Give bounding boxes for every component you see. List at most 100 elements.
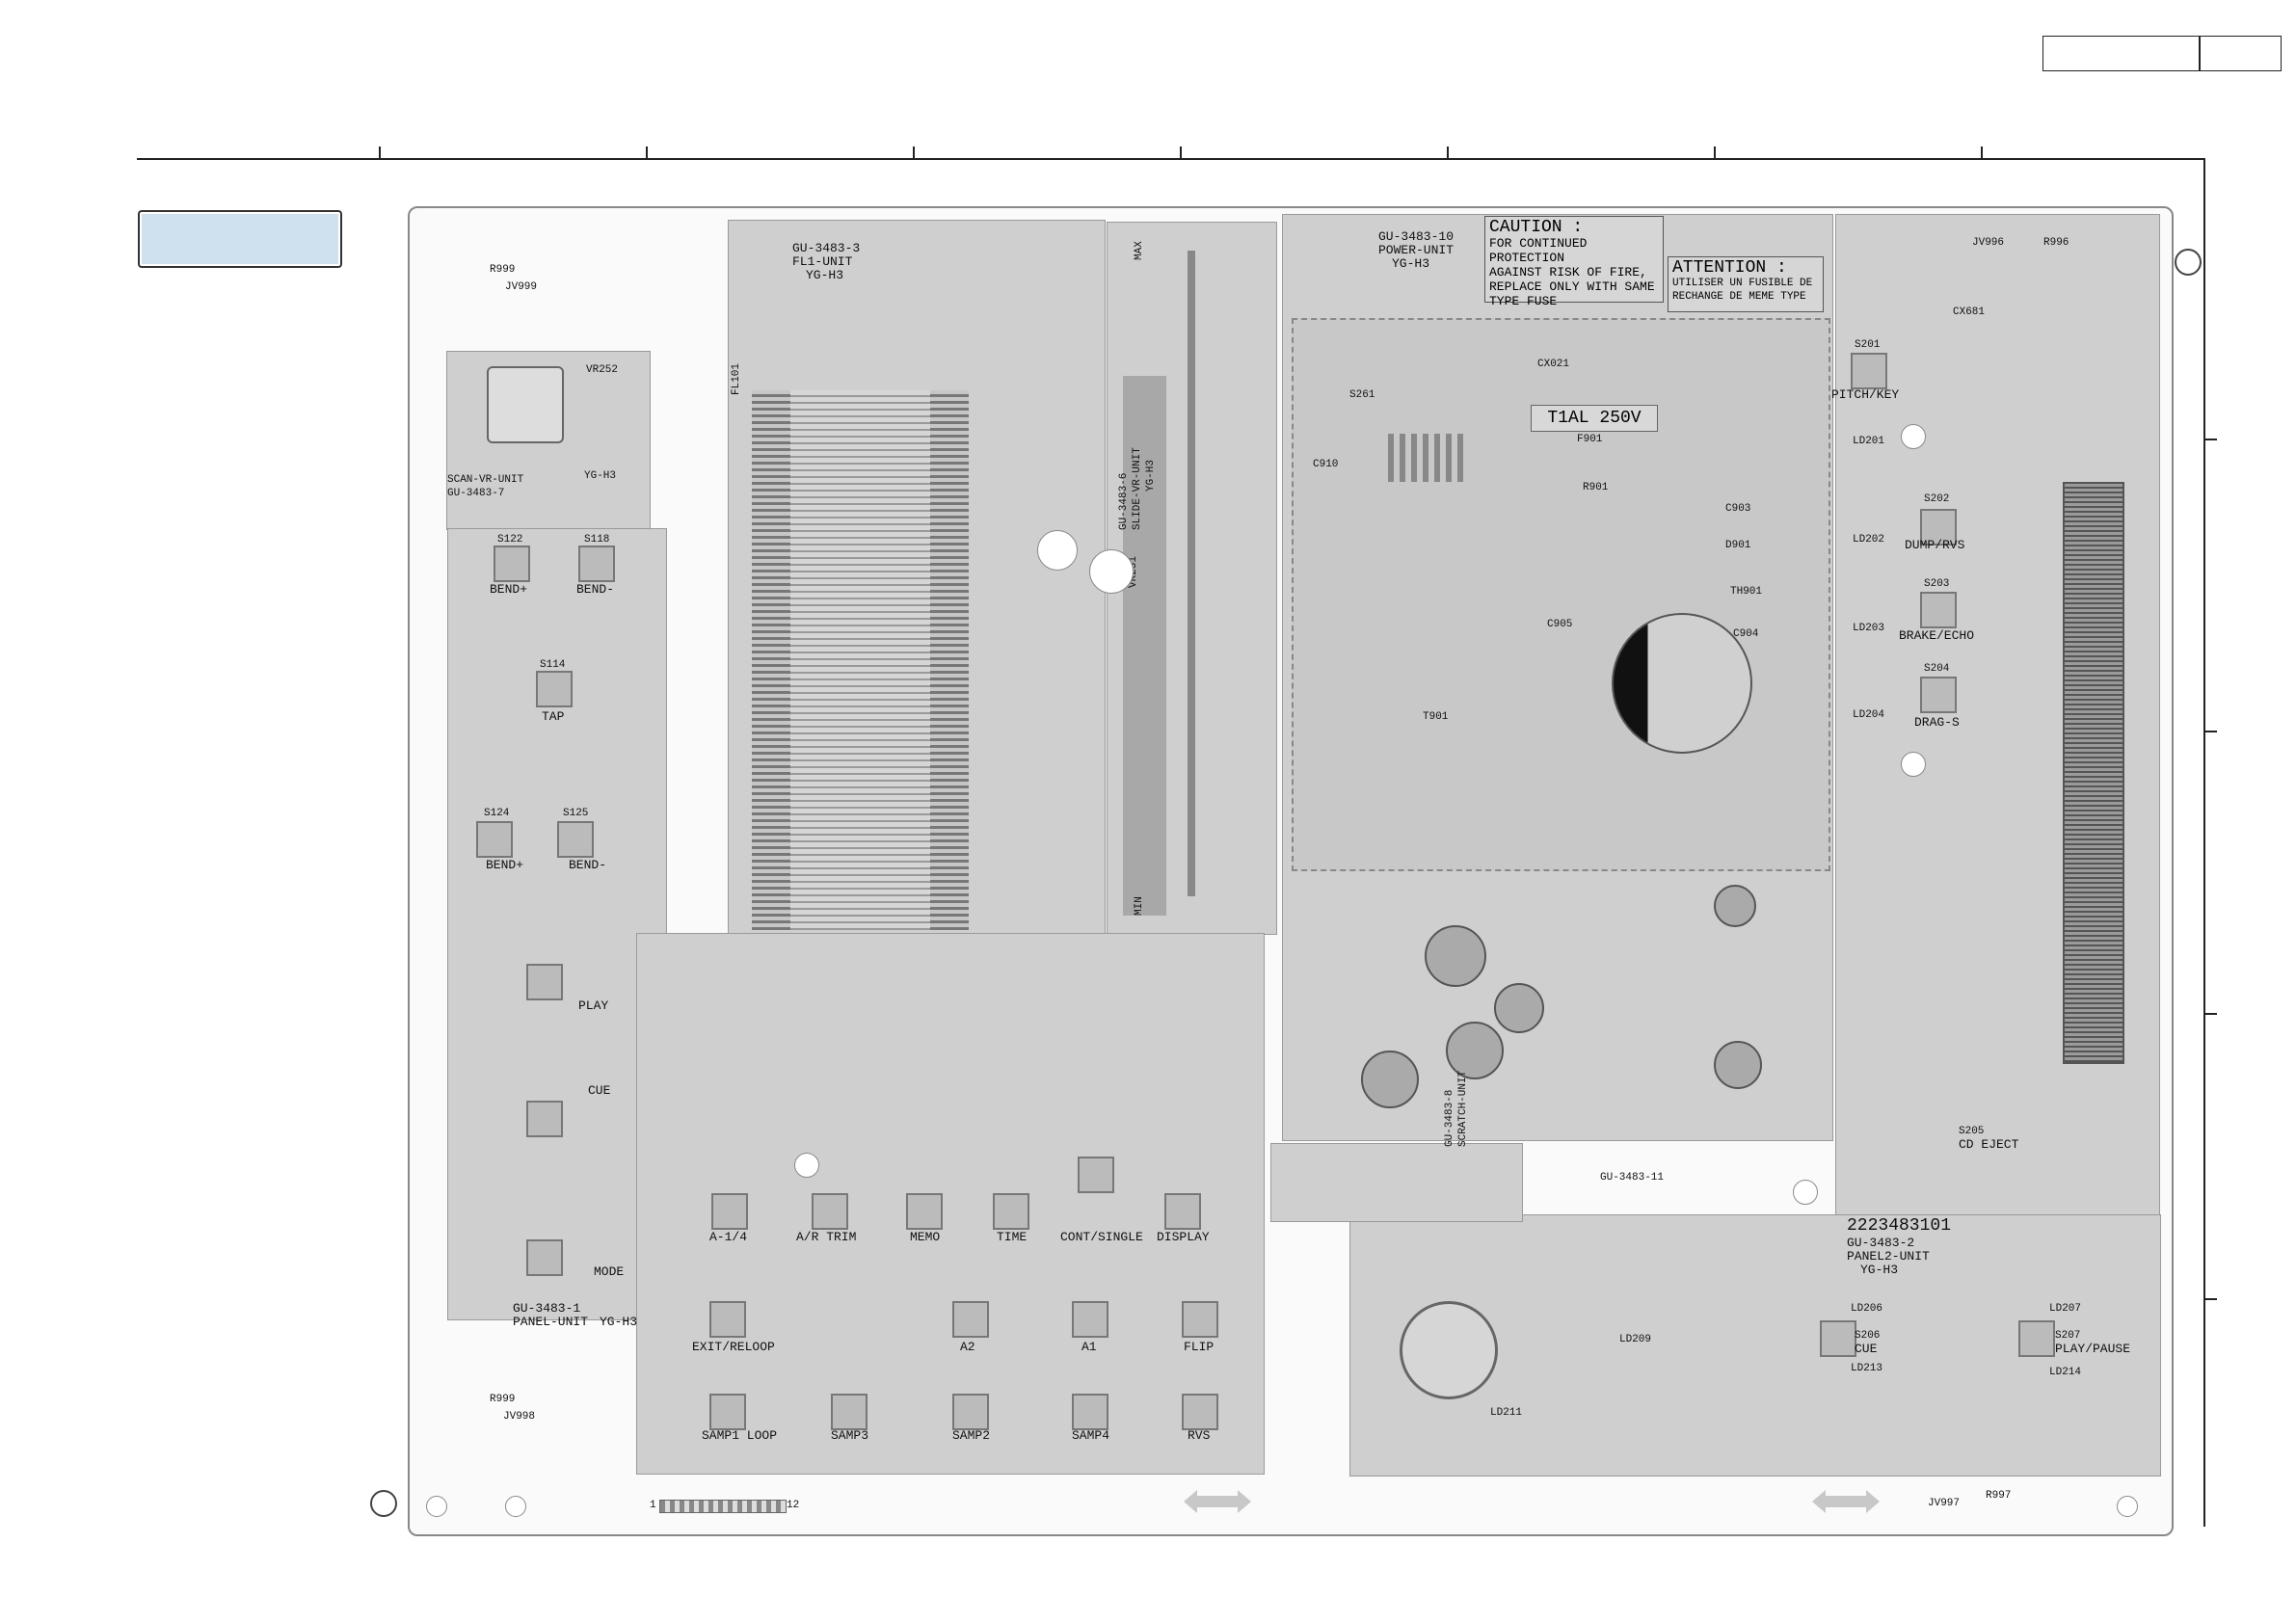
r999b-ref: R999 [490, 1394, 516, 1405]
switch-exit-reloop-label: EXIT/RELOOP [692, 1340, 775, 1354]
r997-ref: R997 [1986, 1490, 2012, 1502]
slide-vr-track [1188, 251, 1195, 896]
fl-unit-label-3: YG-H3 [806, 268, 844, 282]
switch-bend-plus[interactable] [494, 545, 530, 582]
ruler-tick [2205, 1298, 2217, 1300]
switch-drag-s[interactable] [1920, 677, 1957, 713]
t901-ref: T901 [1423, 711, 1449, 723]
r901-ref: R901 [1583, 482, 1609, 493]
s114-ref: S114 [540, 659, 566, 671]
ld207-ref: LD207 [2049, 1303, 2082, 1315]
capacitor-6 [1714, 885, 1756, 927]
switch-a1[interactable] [1072, 1301, 1108, 1338]
scan-unit-label-1: SCAN-VR-UNIT [447, 474, 524, 486]
ld206-ref: LD206 [1851, 1303, 1883, 1315]
switch-samp1-loop-label: SAMP1 LOOP [702, 1428, 778, 1443]
cx021-ref: CX021 [1537, 359, 1570, 370]
scan-unit-label-3: YG-H3 [584, 470, 617, 482]
switch-cue2-label: CUE [1855, 1342, 1878, 1356]
switch-samp1-loop[interactable] [709, 1394, 746, 1430]
caution-line-1: FOR CONTINUED PROTECTION [1489, 236, 1588, 265]
caution-box: CAUTION : FOR CONTINUED PROTECTION AGAIN… [1484, 216, 1664, 308]
top-ruler [137, 158, 2205, 160]
slide-vr-bar [1123, 376, 1166, 916]
capacitor-3 [1361, 1051, 1419, 1108]
switch-mode[interactable] [526, 1239, 563, 1276]
switch-bend-minus-label: BEND- [576, 582, 615, 597]
fl-unit-label-2: FL1-UNIT [792, 254, 853, 269]
fuse-rating: T1AL 250V [1547, 409, 1642, 428]
ruler-tick [2205, 731, 2217, 732]
jv996-ref: JV996 [1972, 237, 2005, 249]
vr252-ref: VR252 [586, 364, 619, 376]
switch-ar-trim-label: A/R TRIM [796, 1230, 857, 1244]
ld201-ref: LD201 [1853, 436, 1885, 447]
switch-brake-echo-label: BRAKE/ECHO [1899, 628, 1975, 643]
scratch-unit [1270, 1143, 1523, 1222]
switch-memo[interactable] [906, 1193, 943, 1230]
attention-box: ATTENTION : UTILISER UN FUSIBLE DE RECHA… [1668, 256, 1824, 312]
jv997-ref: JV997 [1928, 1498, 1961, 1509]
switch-a-1-4[interactable] [711, 1193, 748, 1230]
switch-a2-label: A2 [960, 1340, 975, 1354]
switch-memo-label: MEMO [910, 1230, 941, 1244]
switch-exit-reloop[interactable] [709, 1301, 746, 1338]
r996-ref: R996 [2043, 237, 2069, 249]
switch-dump-rvs-label: DUMP/RVS [1905, 538, 1965, 552]
switch-a2[interactable] [952, 1301, 989, 1338]
switch-cont-single[interactable] [1078, 1157, 1114, 1193]
ld202-ref: LD202 [1853, 534, 1885, 545]
power-unit-label-2: POWER-UNIT [1378, 243, 1455, 257]
fl-pin-row-left [752, 390, 790, 930]
switch-pitch-key[interactable] [1851, 353, 1887, 389]
s203-ref: S203 [1924, 578, 1950, 590]
switch-display-label: DISPLAY [1157, 1230, 1210, 1244]
mount-hole [1037, 530, 1078, 571]
switch-samp4[interactable] [1072, 1394, 1108, 1430]
switch-flip[interactable] [1182, 1301, 1218, 1338]
caution-title: CAUTION : [1489, 218, 1584, 237]
ruler-tick [1447, 146, 1449, 160]
switch-samp3[interactable] [831, 1394, 868, 1430]
switch-q-bend-minus[interactable] [557, 821, 594, 858]
switch-time[interactable] [993, 1193, 1029, 1230]
ld203-ref: LD203 [1853, 623, 1885, 634]
pin1-ref: 1 [650, 1500, 656, 1511]
switch-q-bend-minus-label: BEND- [569, 858, 607, 872]
caution-line-3: REPLACE ONLY WITH SAME [1489, 279, 1655, 294]
mount-hole [426, 1496, 447, 1517]
title-block-left [2042, 36, 2201, 71]
bottom-connector [659, 1500, 787, 1513]
ld211-ref: LD211 [1490, 1407, 1523, 1419]
switch-dump-rvs[interactable] [1920, 509, 1957, 545]
panel2-label-4: YG-H3 [1860, 1263, 1899, 1277]
switch-brake-echo[interactable] [1920, 592, 1957, 628]
mount-hole [1089, 549, 1134, 594]
switch-play[interactable] [526, 964, 563, 1000]
max-label: MAX [1134, 241, 1145, 260]
ruler-tick [2205, 1013, 2217, 1015]
jog-ring [1400, 1301, 1498, 1399]
mount-hole [1901, 424, 1926, 449]
switch-play-pause[interactable] [2018, 1320, 2055, 1357]
switch-ar-trim[interactable] [812, 1193, 848, 1230]
switch-rvs[interactable] [1182, 1394, 1218, 1430]
ld209-ref: LD209 [1619, 1334, 1652, 1345]
attention-title: ATTENTION : [1672, 258, 1787, 278]
switch-samp2[interactable] [952, 1394, 989, 1430]
capacitor-5 [1714, 1041, 1762, 1089]
capacitor-2 [1446, 1022, 1504, 1079]
attention-line-2: RECHANGE DE MEME TYPE [1672, 291, 1806, 303]
switch-cue2[interactable] [1820, 1320, 1856, 1357]
switch-play-pause-label: PLAY/PAUSE [2055, 1342, 2131, 1356]
jv998-ref: JV998 [503, 1411, 536, 1423]
switch-bend-minus[interactable] [578, 545, 615, 582]
switch-tap[interactable] [536, 671, 573, 707]
ld213-ref: LD213 [1851, 1363, 1883, 1374]
transformer-block [1388, 434, 1465, 482]
switch-cue[interactable] [526, 1101, 563, 1137]
s205-ref: S205 [1959, 1126, 1985, 1137]
switch-q-bend-plus[interactable] [476, 821, 513, 858]
switch-q-bend-plus-label: BEND+ [486, 858, 524, 872]
switch-display[interactable] [1164, 1193, 1201, 1230]
